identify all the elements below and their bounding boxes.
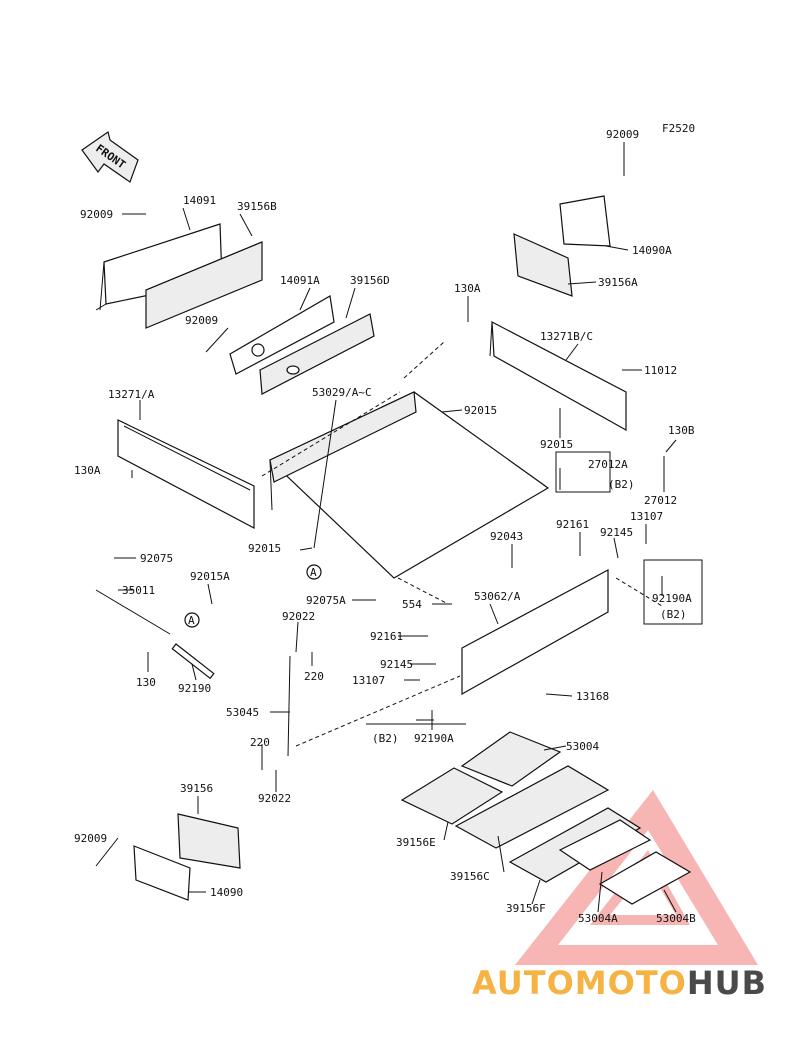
part-label: 92015: [540, 438, 573, 451]
part-label: 14091A: [280, 274, 320, 287]
part-label: 92145: [600, 526, 633, 539]
part-label: 53029/A~C: [312, 386, 372, 399]
panel-14090A: [559, 195, 611, 247]
part-label: 14090A: [632, 244, 672, 257]
part-label: 13107: [630, 510, 663, 523]
cable-53045: [287, 655, 291, 757]
marker-label: A: [310, 566, 317, 579]
pad-39156A: [513, 233, 573, 297]
part-label: 39156B: [237, 200, 277, 213]
rod-92190: [171, 643, 215, 680]
part-label: 92190A: [414, 732, 454, 745]
figure-code: F2520: [662, 122, 695, 135]
part-label: 92022: [258, 792, 291, 805]
mat-53004: [460, 731, 562, 787]
front-direction-arrow: FRONT: [81, 131, 139, 183]
part-label: 39156F: [506, 902, 546, 915]
part-label: 92015: [248, 542, 281, 555]
b2-box-upper: [555, 451, 611, 493]
part-label: 92075: [140, 552, 173, 565]
rod-35011: [95, 589, 171, 635]
part-label: 39156C: [450, 870, 490, 883]
part-label: 130B: [668, 424, 695, 437]
part-label: 220: [250, 736, 270, 749]
part-label: 35011: [122, 584, 155, 597]
watermark-text: AUTOMOTOHUB: [472, 964, 767, 1002]
mat-53004A: [558, 819, 652, 871]
mat-53004B: [598, 851, 692, 905]
marker-label: A: [188, 614, 195, 627]
part-label: 554: [402, 598, 422, 611]
part-label: 27012A: [588, 458, 628, 471]
part-label: 53004B: [656, 912, 696, 925]
part-label: 13271/A: [108, 388, 155, 401]
part-label: 92145: [380, 658, 413, 671]
pad-39156: [177, 813, 241, 869]
part-label: 92161: [556, 518, 589, 531]
part-label: 92009: [80, 208, 113, 221]
part-label: 39156A: [598, 276, 638, 289]
part-label: 130A: [454, 282, 481, 295]
part-label: (B2): [660, 608, 687, 621]
part-label: 13168: [576, 690, 609, 703]
part-label: 11012: [644, 364, 677, 377]
part-label: 14090: [210, 886, 243, 899]
watermark-word-2: HUB: [687, 964, 767, 1002]
reference-marker-1: A: [306, 564, 322, 580]
part-label: 92022: [282, 610, 315, 623]
b2-box-right: [643, 559, 703, 625]
part-label: 27012: [644, 494, 677, 507]
part-label: 39156: [180, 782, 213, 795]
part-label: 13271B/C: [540, 330, 593, 343]
part-label: 130A: [74, 464, 101, 477]
part-label: 92043: [490, 530, 523, 543]
part-label: 130: [136, 676, 156, 689]
part-label: 53045: [226, 706, 259, 719]
part-label: 92075A: [306, 594, 346, 607]
side-panel-13271A: [117, 419, 255, 529]
part-label: 220: [304, 670, 324, 683]
part-label: 92009: [74, 832, 107, 845]
mat-39156C: [454, 765, 610, 849]
part-label: 92009: [185, 314, 218, 327]
leader-lines: [95, 142, 677, 913]
part-label: (B2): [372, 732, 399, 745]
part-label: 92015: [464, 404, 497, 417]
part-label: 92009: [606, 128, 639, 141]
watermark-word-1: AUTOMOTO: [472, 964, 687, 1002]
panel-14090: [133, 845, 191, 901]
part-label: 92190: [178, 682, 211, 695]
part-label: 92161: [370, 630, 403, 643]
part-label: 14091: [183, 194, 216, 207]
pad-39156D: [259, 313, 375, 395]
bed-floor-53029: [268, 391, 550, 579]
part-label: 53004A: [578, 912, 618, 925]
pad-39156B: [145, 241, 263, 329]
part-label: 53062/A: [474, 590, 521, 603]
reference-marker-2: A: [184, 612, 200, 628]
side-panel-13271BC: [489, 320, 627, 432]
part-label: (B2): [608, 478, 635, 491]
part-label: 13107: [352, 674, 385, 687]
part-label: 39156D: [350, 274, 390, 287]
tailgate-53062A: [461, 568, 609, 696]
mat-39156E: [400, 767, 504, 825]
part-label: 92190A: [652, 592, 692, 605]
part-label: 53004: [566, 740, 599, 753]
part-labels: 92009 14091 39156B 14091A 39156D 92009 9…: [74, 128, 696, 925]
part-label: 92015A: [190, 570, 230, 583]
part-label: 39156E: [396, 836, 436, 849]
panel-14091A: [229, 295, 335, 375]
svg-text:AUTOMOTOHUB: AUTOMOTOHUB: [472, 964, 767, 1002]
